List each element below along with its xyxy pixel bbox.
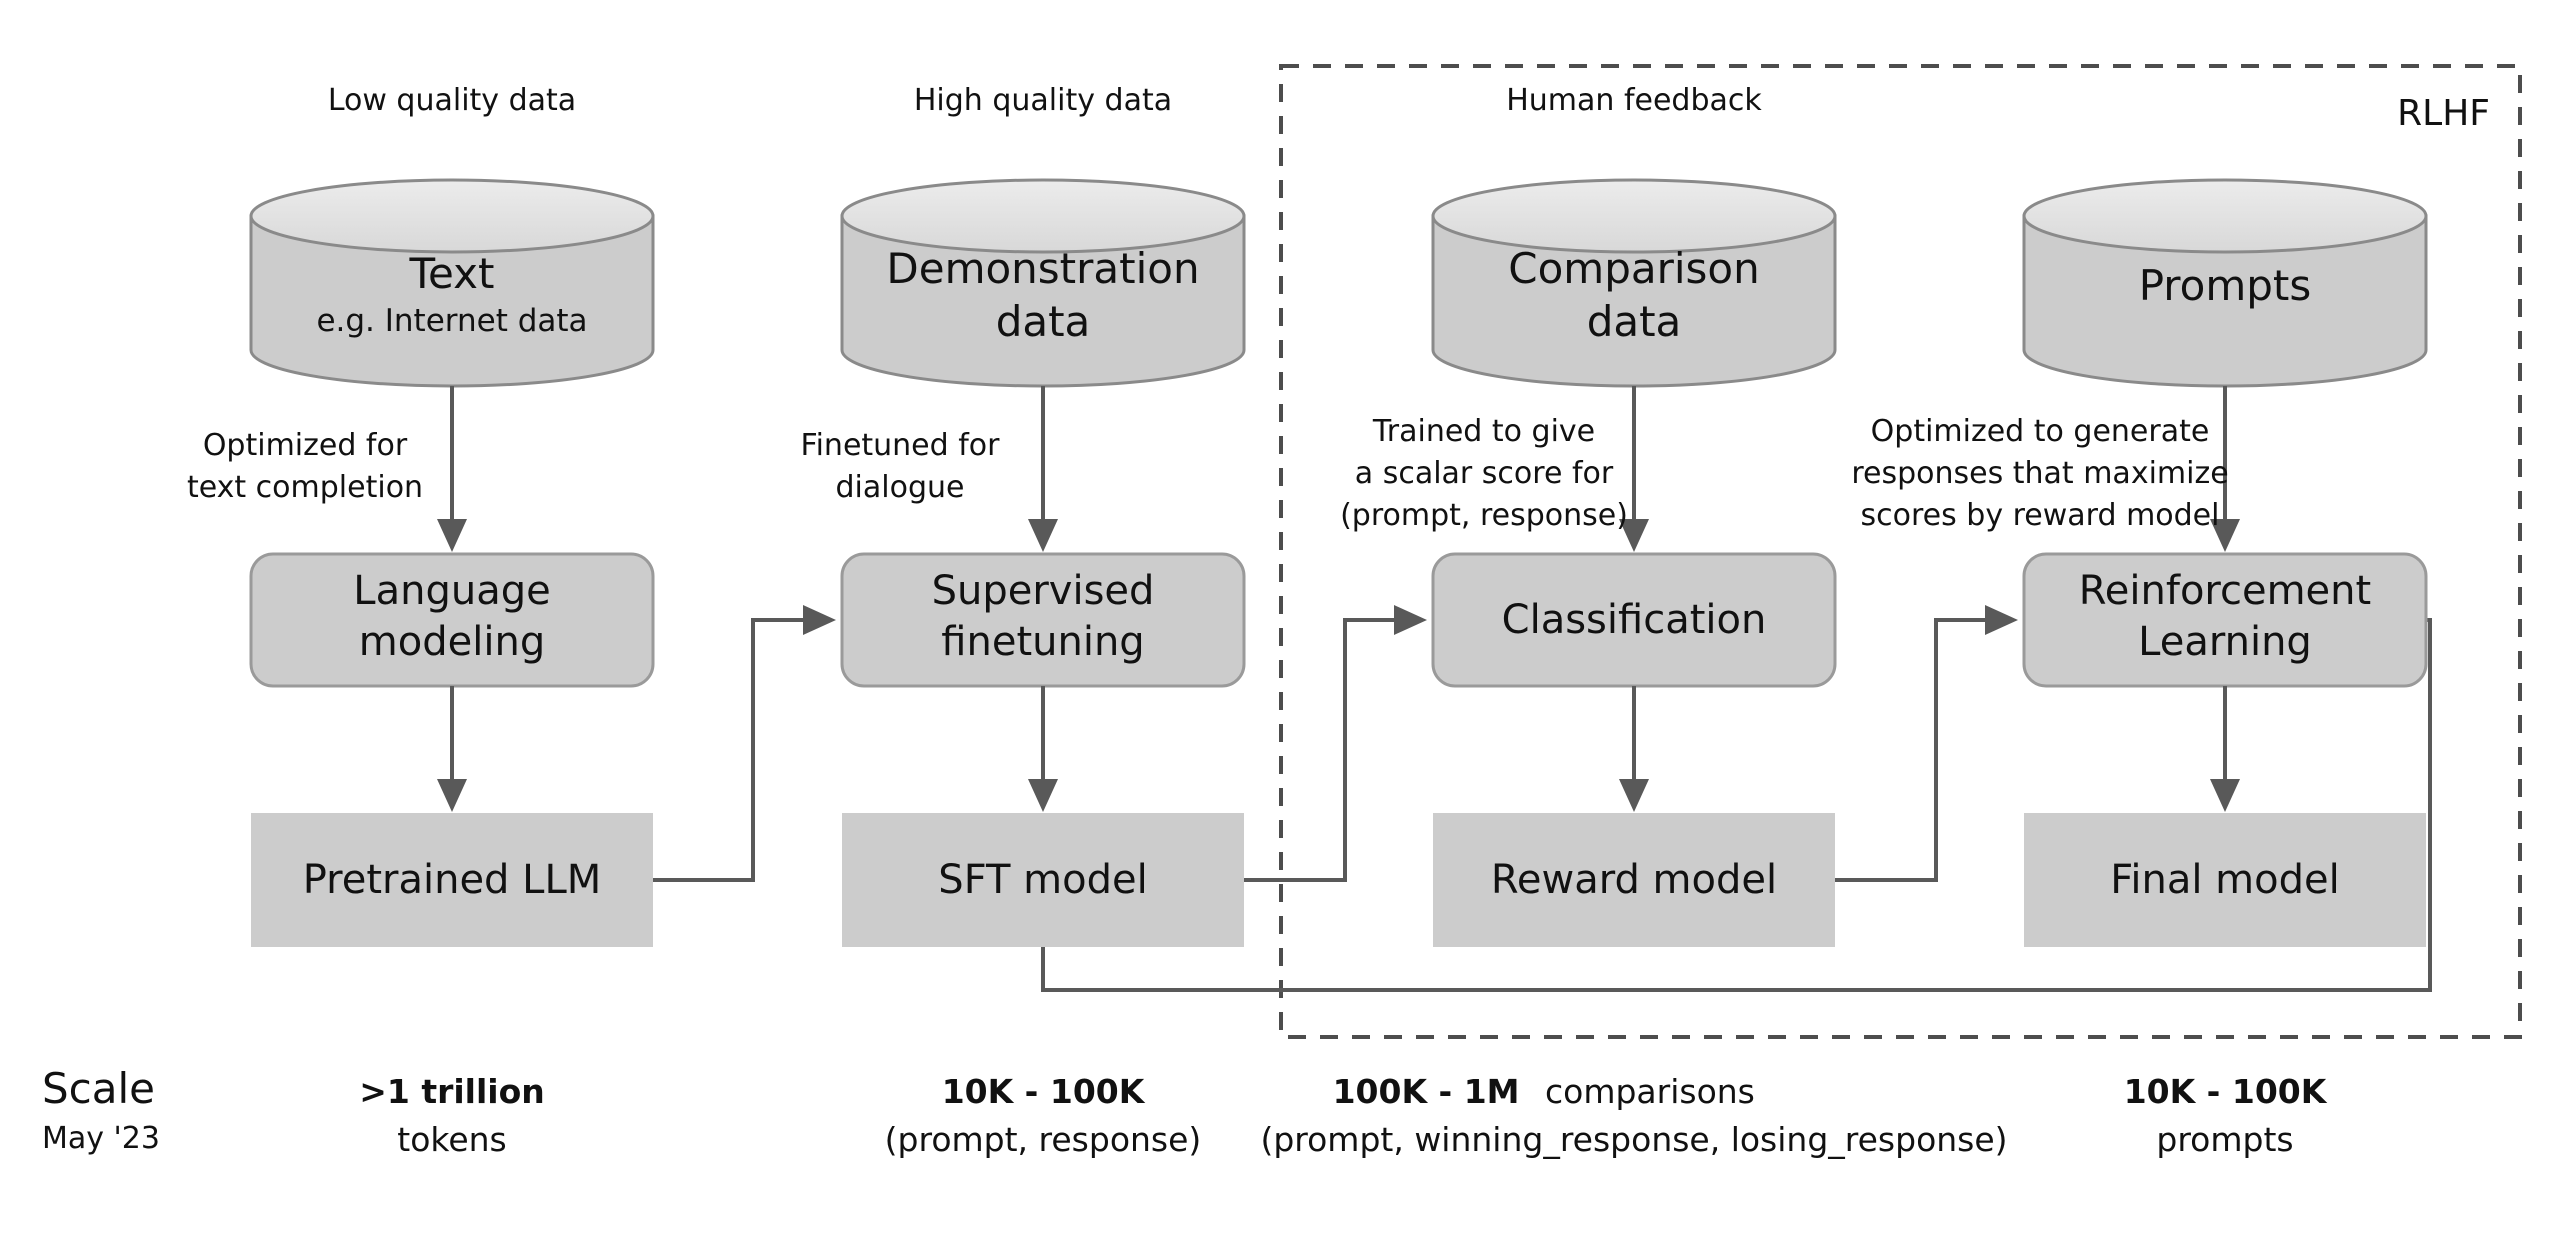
stage-2-scale-regular: (prompt, response) (885, 1120, 1202, 1159)
stage-3-scale-suffix: comparisons (1545, 1072, 1755, 1111)
stage-2-model-box: SFT model (842, 813, 1244, 947)
stage-1-process-line2: modeling (359, 619, 545, 665)
stage-2-edge-label-line2: dialogue (836, 470, 965, 505)
stage-3-store-subtitle: data (1587, 297, 1682, 346)
reward-model-to-reinforcement-learning-connector (1835, 605, 2018, 882)
stage-1-datastore: Text e.g. Internet data (249, 178, 655, 388)
stage-2-scale-bold: 10K - 100K (942, 1072, 1146, 1111)
stage-3-datastore: Comparison data (1431, 178, 1837, 388)
stage-3-edge-label-line2: a scalar score for (1355, 456, 1614, 491)
stage-1-edge-label-line2: text completion (187, 470, 423, 505)
stage-3-process-box: Classification (1431, 552, 1837, 688)
rlhf-label: RLHF (2397, 93, 2490, 134)
stage-3-caption: Human feedback (1506, 83, 1762, 118)
stage-2-model-label: SFT model (938, 857, 1147, 903)
stage-2-process-line1: Supervised (932, 568, 1155, 614)
stage-3-model-label: Reward model (1491, 857, 1777, 903)
stage-1-scale-regular: tokens (397, 1120, 506, 1159)
stage-1-store-title: Text (409, 249, 495, 298)
stage-4-edge-label-line2: responses that maximize (1851, 456, 2228, 491)
rlhf-boundary (1279, 64, 2522, 1039)
stage-4-datastore: Prompts (2022, 178, 2428, 388)
stage-3-scale-regular: (prompt, winning_response, losing_respon… (1260, 1120, 2007, 1159)
stage-3-store-title: Comparison (1508, 244, 1759, 293)
stage-4-process-line2: Learning (2138, 619, 2312, 665)
stage-3-edge-label-line3: (prompt, response) (1340, 498, 1628, 533)
stage-1-model-label: Pretrained LLM (303, 857, 602, 903)
stage-1-scale-bold: >1 trillion (359, 1072, 545, 1111)
stage-2-store-subtitle: data (996, 297, 1091, 346)
stage-2-edge-label-line1: Finetuned for (801, 428, 1001, 463)
stage-1-caption: Low quality data (328, 83, 576, 118)
stage-4-model-label: Final model (2110, 857, 2339, 903)
stage-4-edge-label-line1: Optimized to generate (1871, 414, 2210, 449)
stage-2-caption: High quality data (914, 83, 1172, 118)
stage-1-store-subtitle: e.g. Internet data (316, 303, 587, 339)
stage-1-model-box: Pretrained LLM (251, 813, 653, 947)
stage-3-scale-line: 100K - 1M comparisons (1333, 1072, 1755, 1111)
stage-4-scale-bold: 10K - 100K (2124, 1072, 2328, 1111)
stage-4-process-line1: Reinforcement (2079, 568, 2371, 614)
stage-3-model-box: Reward model (1433, 813, 1835, 947)
stage-4-model-box: Final model (2024, 813, 2426, 947)
stage-4-store-title: Prompts (2139, 261, 2312, 310)
stage-4-process-box: Reinforcement Learning (2022, 552, 2428, 688)
sft-to-classification-connector (1244, 605, 1427, 882)
stage-1-edge-label-line1: Optimized for (203, 428, 408, 463)
stage-3-edge-label-line1: Trained to give (1372, 414, 1595, 449)
stage-1-process-line1: Language (353, 568, 550, 614)
stage-4-scale-regular: prompts (2156, 1120, 2293, 1159)
pretrained-llm-to-sft-connector (653, 605, 836, 882)
stage-2-process-line2: finetuning (941, 619, 1144, 665)
stage-3-scale-bold: 100K - 1M (1333, 1072, 1520, 1111)
stage-3-process-line1: Classification (1502, 597, 1767, 643)
stage-2-datastore: Demonstration data (840, 178, 1246, 388)
stage-2-process-box: Supervised finetuning (840, 552, 1246, 688)
scale-legend-date: May '23 (42, 1121, 160, 1156)
stage-2-store-title: Demonstration (886, 244, 1199, 293)
stage-1-process-box: Language modeling (249, 552, 655, 688)
scale-legend-title: Scale (42, 1064, 155, 1113)
stage-4-edge-label-line3: scores by reward model (1861, 498, 2220, 533)
